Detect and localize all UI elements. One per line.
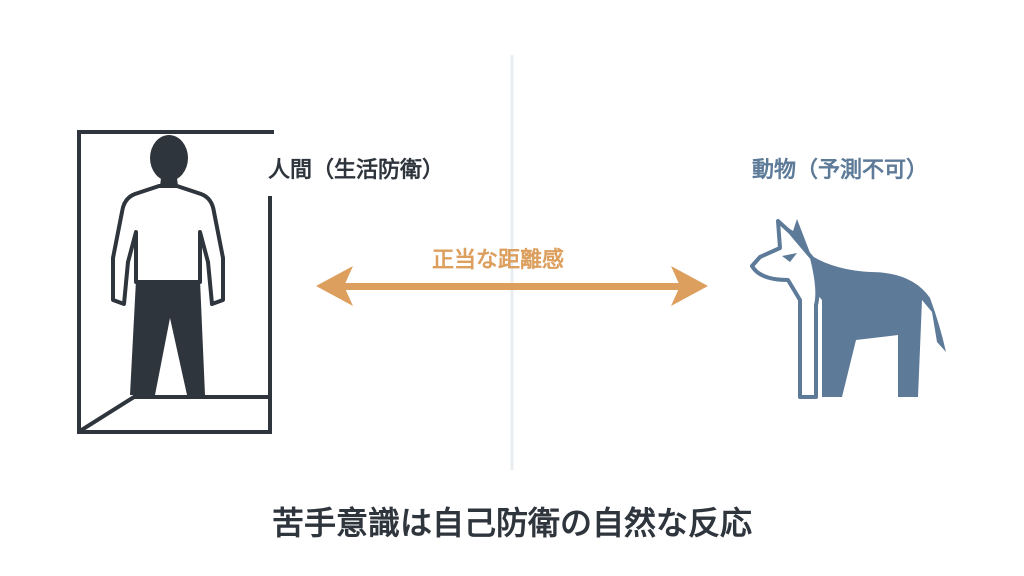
room-frame <box>77 130 274 434</box>
distance-label: 正当な距離感 <box>432 248 565 273</box>
double-arrow-icon <box>316 266 708 306</box>
human-figure-icon <box>111 135 225 395</box>
human-label: 人間（生活防衛） <box>268 158 445 183</box>
wolf-dog-icon <box>750 219 946 399</box>
animal-label: 動物（予測不可） <box>752 158 929 183</box>
caption: 苦手意識は自己防衛の自然な反応 <box>271 504 752 542</box>
